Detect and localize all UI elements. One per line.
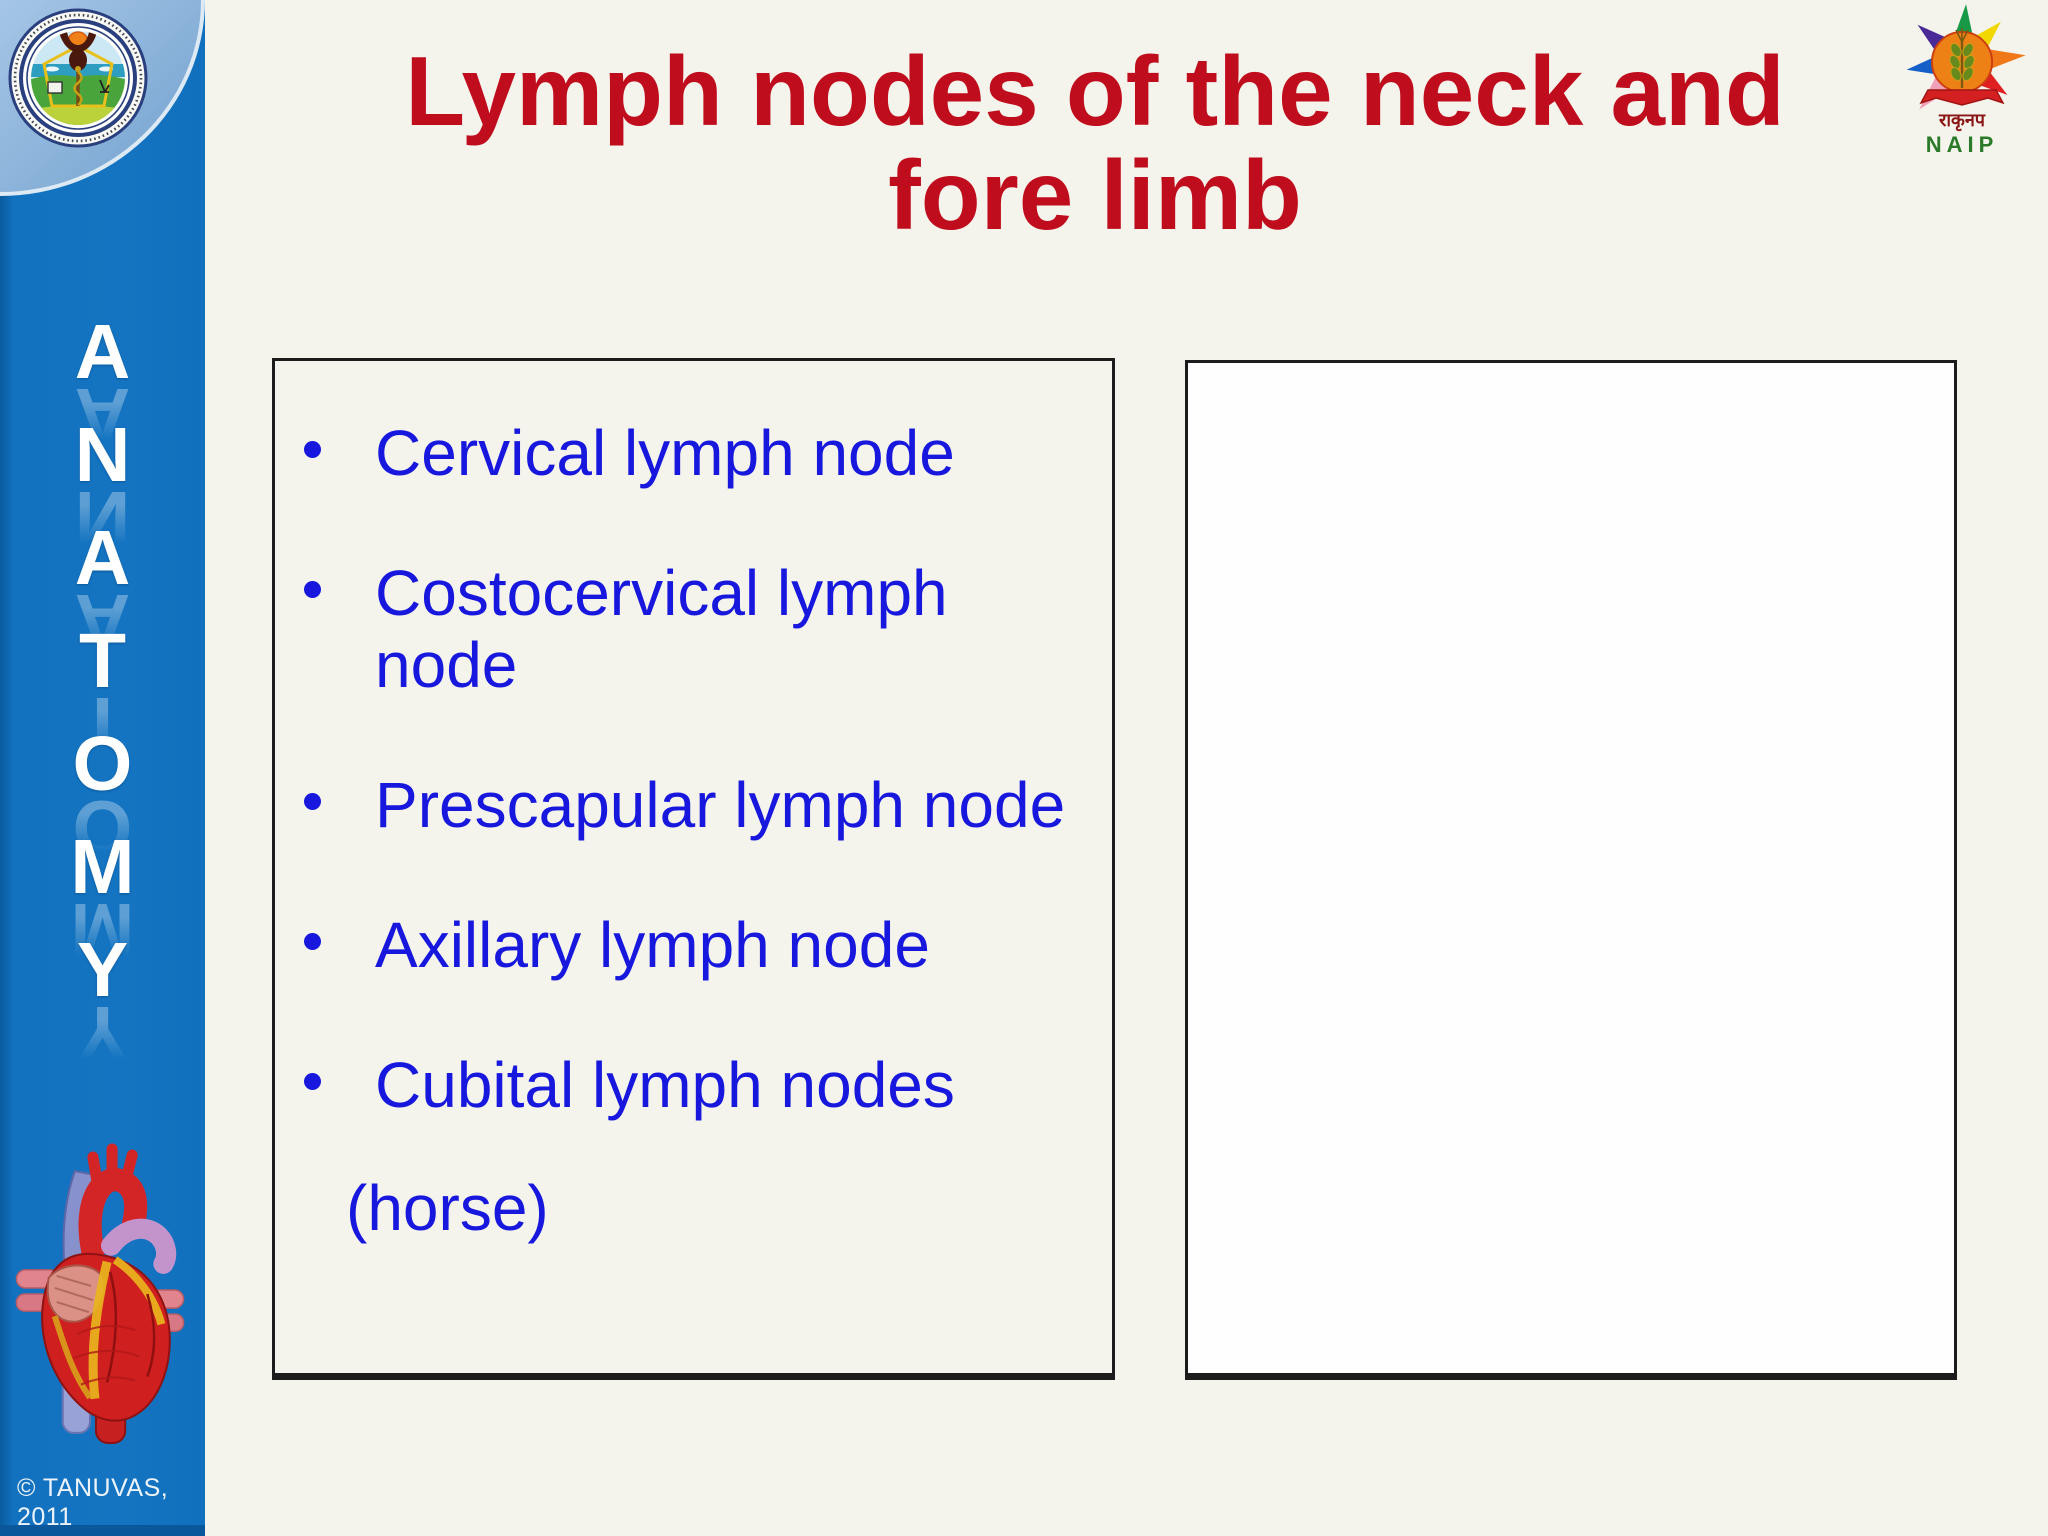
letter-glyph: O — [72, 721, 133, 807]
naip-latin-text: NAIP — [1926, 132, 1999, 157]
anatomy-letter: O O — [0, 721, 205, 871]
anatomy-letter: M M — [0, 824, 205, 974]
naip-starburst-wheat-icon: राकृनप NAIP — [1906, 4, 2026, 157]
list-item: Prescapular lymph node — [304, 769, 1092, 841]
anatomy-letter: N N — [0, 412, 205, 562]
sidebar-bottom-strip — [0, 1525, 205, 1536]
bullet-icon — [304, 933, 321, 950]
anatomy-letter: A A — [0, 515, 205, 665]
anatomy-letter: Y Y — [0, 927, 205, 1077]
naip-hindi-text: राकृनप — [1938, 110, 1986, 132]
copyright-text: © TANUVAS, 2011 — [17, 1474, 169, 1531]
sidebar: A A N N A A T T O O M M Y Y — [0, 0, 205, 1536]
bullet-icon — [304, 441, 321, 458]
bullet-icon — [304, 581, 321, 598]
slide-title-line2: fore limb — [888, 139, 1302, 250]
letter-glyph: A — [74, 309, 131, 395]
anatomy-letter: T T — [0, 618, 205, 768]
list-item-label: Costocervical lymph node — [375, 557, 948, 701]
list-item-label: Axillary lymph node — [375, 909, 930, 981]
list-item: Cervical lymph node — [304, 417, 1092, 489]
slide-title: Lymph nodes of the neck and fore limb — [230, 36, 1960, 250]
list-item-label: Prescapular lymph node — [375, 769, 1066, 841]
image-placeholder-panel — [1185, 360, 1957, 1380]
anatomy-letter: A A — [0, 309, 205, 459]
list-item-label: Cubital lymph nodes — [375, 1049, 955, 1121]
letter-glyph: Y — [76, 927, 129, 1013]
list-item: Cubital lymph nodes — [304, 1049, 1092, 1121]
list-item-continuation: (horse) — [346, 1172, 549, 1244]
anatomical-heart-illustration-icon — [15, 1143, 185, 1444]
anatomy-vertical-text: A A N N A A T T O O M M Y Y — [0, 309, 205, 1077]
lymph-node-list-panel: Cervical lymph node Costocervical lymph … — [272, 358, 1115, 1380]
bullet-icon — [304, 793, 321, 810]
bullet-icon — [304, 1073, 321, 1090]
letter-glyph: N — [74, 412, 131, 498]
slide-title-line1: Lymph nodes of the neck and — [405, 36, 1785, 146]
letter-reflection: Y — [76, 990, 129, 1076]
tanuvas-university-emblem-icon — [8, 8, 148, 148]
lymph-node-list: Cervical lymph node Costocervical lymph … — [275, 361, 1112, 1121]
letter-glyph: M — [70, 824, 135, 910]
letter-glyph: T — [78, 618, 127, 704]
letter-glyph: A — [74, 515, 131, 601]
list-item: Costocervical lymph node — [304, 557, 1092, 701]
list-item: Axillary lymph node — [304, 909, 1092, 981]
list-item-label: Cervical lymph node — [375, 417, 955, 489]
